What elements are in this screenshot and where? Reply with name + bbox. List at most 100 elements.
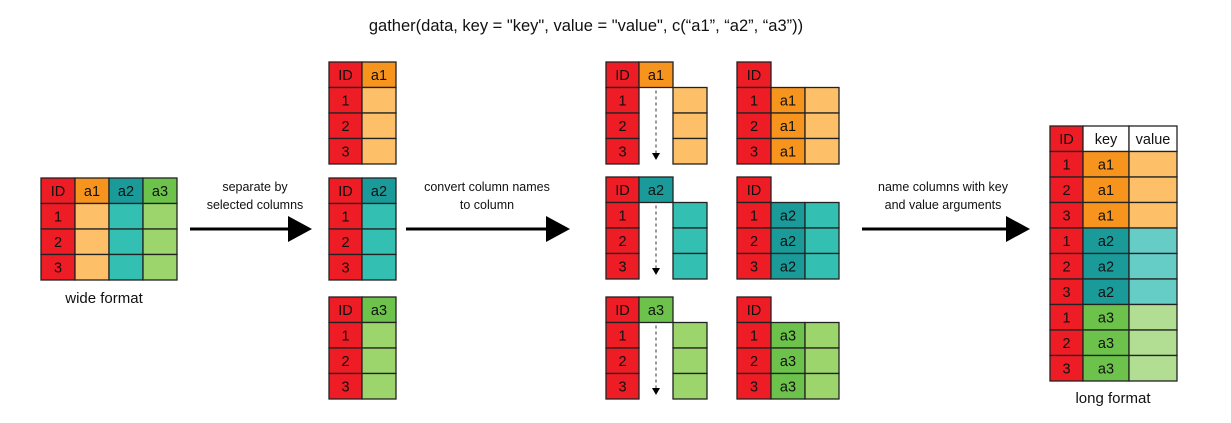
- svg-text:1: 1: [618, 328, 626, 344]
- svg-text:1: 1: [1062, 157, 1070, 173]
- long-header-key: key: [1082, 125, 1130, 153]
- svg-text:1: 1: [618, 93, 626, 109]
- converted-key-cell: a3: [770, 372, 806, 400]
- split-id-header: ID: [328, 61, 363, 89]
- long-id-cell: 1: [1049, 150, 1084, 178]
- svg-text:2: 2: [750, 119, 758, 135]
- split-id-cell: 3: [328, 253, 363, 281]
- split-value-cell: [361, 86, 397, 114]
- long-id-cell: 2: [1049, 329, 1084, 357]
- long-id-cell: 3: [1049, 354, 1084, 382]
- svg-text:a2: a2: [118, 184, 134, 200]
- svg-text:3: 3: [1062, 361, 1070, 377]
- long-header-value: value: [1128, 125, 1178, 153]
- split-value-cell: [361, 321, 397, 349]
- svg-text:a1: a1: [371, 68, 387, 84]
- transition-id-cell: 2: [605, 347, 640, 375]
- svg-text:3: 3: [750, 144, 758, 160]
- long-header-ID: ID: [1049, 125, 1084, 153]
- converted-id-cell: 1: [736, 86, 772, 114]
- split-id-cell: 1: [328, 202, 363, 230]
- long-value-cell: [1128, 227, 1178, 255]
- svg-text:2: 2: [1062, 183, 1070, 199]
- svg-text:a2: a2: [1098, 285, 1114, 301]
- svg-text:1: 1: [54, 209, 62, 225]
- wide-a2-cell: [108, 202, 144, 230]
- transition-value-cell: [672, 112, 708, 140]
- transition-value-cell: [672, 201, 708, 229]
- wide-header-ID: ID: [40, 177, 76, 205]
- split-value-cell: [361, 228, 397, 256]
- converted-key-cell: a2: [770, 252, 806, 280]
- arrow-label-convert-1: convert column names: [424, 180, 550, 194]
- svg-text:ID: ID: [1059, 132, 1074, 148]
- svg-text:ID: ID: [747, 183, 762, 199]
- svg-text:a3: a3: [780, 328, 796, 344]
- converted-key-cell: a1: [770, 86, 806, 114]
- long-id-cell: 2: [1049, 176, 1084, 204]
- svg-text:a2: a2: [1098, 259, 1114, 275]
- long-id-cell: 3: [1049, 201, 1084, 229]
- long-value-cell: [1128, 303, 1178, 331]
- converted-value-cell: [804, 252, 840, 280]
- long-id-cell: 2: [1049, 252, 1084, 280]
- svg-text:3: 3: [618, 144, 626, 160]
- arrow-label-convert-2: to column: [460, 198, 514, 212]
- svg-text:2: 2: [1062, 336, 1070, 352]
- svg-text:ID: ID: [615, 303, 630, 319]
- transition-value-cell: [672, 227, 708, 255]
- long-format-caption: long format: [1075, 390, 1151, 407]
- wide-a2-cell: [108, 228, 144, 256]
- wide-a1-cell: [74, 253, 110, 281]
- converted-value-cell: [804, 201, 840, 229]
- svg-text:3: 3: [618, 379, 626, 395]
- long-value-cell: [1128, 329, 1178, 357]
- svg-text:ID: ID: [615, 68, 630, 84]
- transition-value-cell: [672, 137, 708, 165]
- svg-text:2: 2: [750, 354, 758, 370]
- svg-text:3: 3: [341, 144, 349, 160]
- split-id-cell: 3: [328, 372, 363, 400]
- converted-id-header: ID: [736, 296, 772, 324]
- svg-text:2: 2: [54, 235, 62, 251]
- split-id-cell: 2: [328, 228, 363, 256]
- long-id-cell: 3: [1049, 278, 1084, 306]
- wide-format-caption: wide format: [64, 290, 143, 307]
- transition-key-header: a2: [638, 176, 674, 204]
- long-key-cell: a3: [1082, 329, 1130, 357]
- long-value-cell: [1128, 201, 1178, 229]
- svg-text:ID: ID: [51, 184, 66, 200]
- long-key-cell: a3: [1082, 303, 1130, 331]
- transition-id-header: ID: [605, 176, 640, 204]
- svg-text:a2: a2: [371, 184, 387, 200]
- long-key-cell: a2: [1082, 227, 1130, 255]
- split-id-cell: 3: [328, 137, 363, 165]
- wide-a3-cell: [142, 202, 178, 230]
- transition-id-header: ID: [605, 296, 640, 324]
- split-value-cell: [361, 202, 397, 230]
- converted-id-cell: 2: [736, 112, 772, 140]
- svg-text:a2: a2: [780, 208, 796, 224]
- svg-text:value: value: [1136, 132, 1171, 148]
- svg-text:ID: ID: [338, 68, 353, 84]
- long-key-cell: a1: [1082, 176, 1130, 204]
- svg-text:1: 1: [341, 93, 349, 109]
- svg-text:a3: a3: [780, 354, 796, 370]
- long-key-cell: a3: [1082, 354, 1130, 382]
- wide-id-cell: 3: [40, 253, 76, 281]
- svg-text:a3: a3: [1098, 361, 1114, 377]
- long-key-cell: a2: [1082, 252, 1130, 280]
- svg-text:a3: a3: [152, 184, 168, 200]
- svg-text:ID: ID: [338, 303, 353, 319]
- converted-value-cell: [804, 137, 840, 165]
- svg-text:2: 2: [750, 234, 758, 250]
- svg-text:ID: ID: [747, 68, 762, 84]
- converted-id-header: ID: [736, 176, 772, 204]
- arrow-name: [862, 216, 1030, 242]
- long-value-cell: [1128, 278, 1178, 306]
